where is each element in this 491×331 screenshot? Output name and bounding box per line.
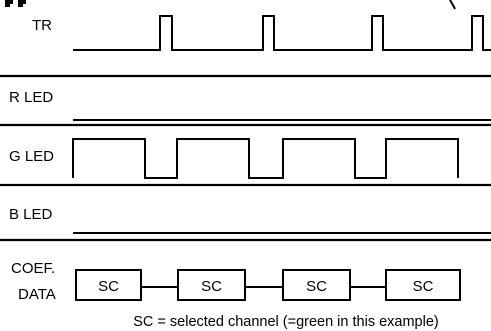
sc-box [385,269,461,301]
footnote: SC = selected channel (=green in this ex… [133,314,438,330]
sc-box-label: SC [98,278,119,295]
sc-box [282,269,351,301]
sc-box-label: SC [306,278,327,295]
coef-label-line1: COEF. [11,260,55,277]
b-led-label: B LED [9,206,53,223]
tr-waveform [73,15,491,51]
sc-box-label: SC [201,278,222,295]
header-fragment [5,0,26,7]
sc-box [75,269,142,301]
tr-label: TR [32,17,52,34]
header-paren-fragment [449,0,456,10]
g-led-waveform [72,138,459,179]
sc-box [177,269,246,301]
g-led-label: G LED [9,148,54,165]
coef-label-line2: DATA [18,286,56,303]
sc-box-label: SC [413,278,434,295]
r-led-label: R LED [9,89,53,106]
